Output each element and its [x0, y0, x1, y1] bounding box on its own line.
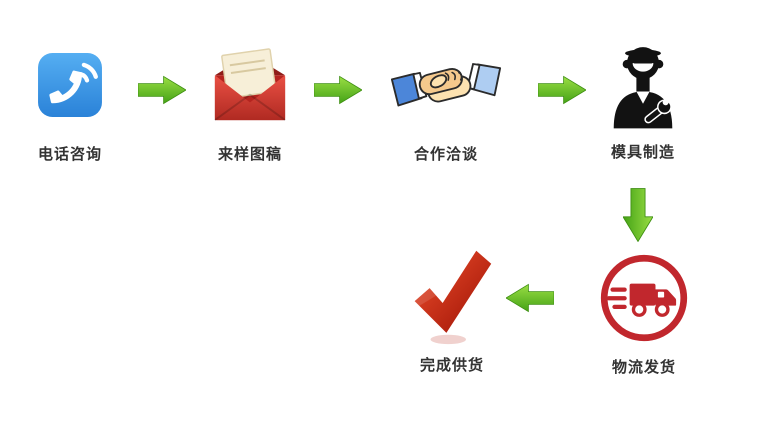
worker-wrench-icon — [609, 33, 677, 133]
step-label-sample-draft: 来样图稿 — [217, 146, 282, 163]
delivery-truck-icon — [598, 248, 690, 348]
envelope-icon — [208, 35, 292, 135]
step-label-phone-consult: 电话咨询 — [37, 146, 102, 163]
arrow-right-icon — [138, 75, 186, 105]
step-phone-consult: 电话咨询 — [20, 35, 120, 164]
step-label-logistics-ship: 物流发货 — [611, 359, 676, 376]
arrow-left-icon — [506, 283, 554, 313]
handshake-icon — [390, 35, 502, 135]
step-supply-complete: 完成供货 — [402, 246, 502, 375]
step-mold-making: 模具制造 — [595, 33, 691, 162]
step-label-supply-complete: 完成供货 — [419, 357, 484, 374]
step-cooperation-talk: 合作洽谈 — [385, 35, 507, 164]
arrow-right-icon — [314, 75, 362, 105]
step-label-mold-making: 模具制造 — [610, 144, 675, 161]
red-checkmark-icon — [409, 246, 495, 346]
arrow-right-icon — [538, 75, 586, 105]
arrow-down-icon — [611, 188, 665, 242]
step-logistics-ship: 物流发货 — [596, 248, 692, 377]
phone-icon — [37, 35, 103, 135]
step-label-cooperation-talk: 合作洽谈 — [413, 146, 478, 163]
step-sample-draft: 来样图稿 — [198, 35, 302, 164]
